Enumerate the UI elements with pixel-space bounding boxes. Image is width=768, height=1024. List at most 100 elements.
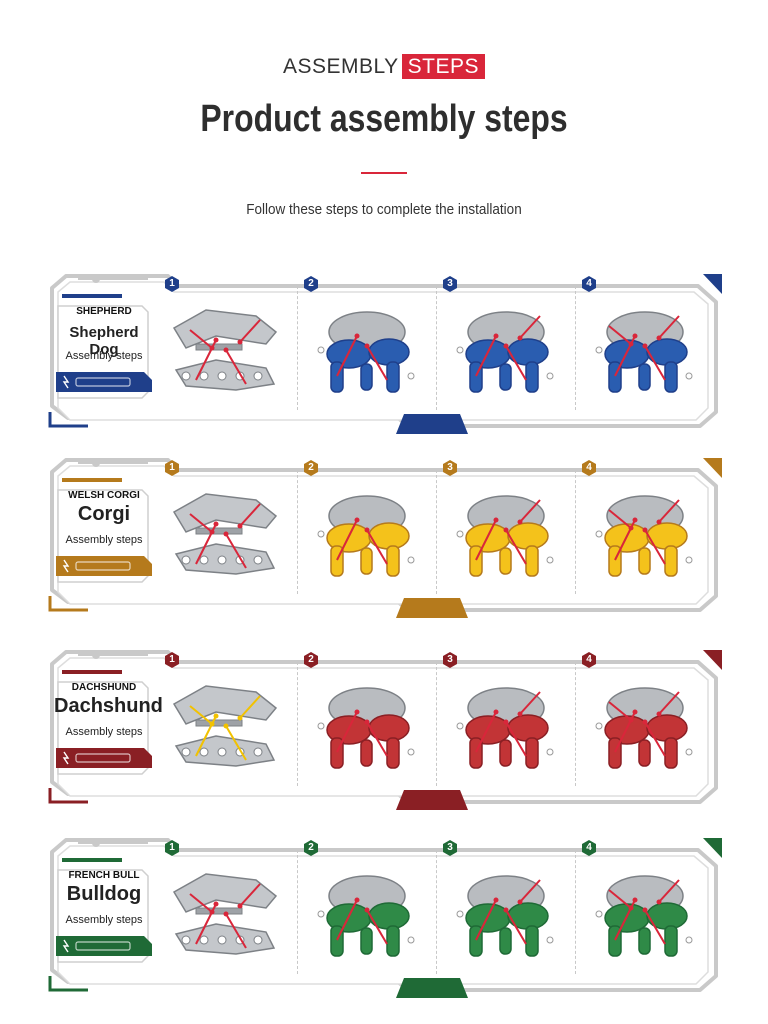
steps-row: 1 2 3 4 <box>158 838 714 984</box>
label-top-text: SHEPHERD <box>76 306 132 317</box>
step-divider <box>436 850 437 974</box>
step-2: 2 <box>297 458 436 604</box>
label-name: Shepherd Dog <box>69 324 139 358</box>
step-number-badge: 1 <box>164 652 180 668</box>
steps-row: 1 2 3 4 <box>158 274 714 420</box>
assembly-illustration <box>317 687 415 769</box>
step-number-badge: 3 <box>442 276 458 292</box>
step-divider <box>297 850 298 974</box>
step-number: 4 <box>586 462 592 473</box>
label-top-text: FRENCH BULL <box>68 870 140 881</box>
step-number-badge: 2 <box>303 460 319 476</box>
page-title: Product assembly steps <box>200 98 568 140</box>
step-number: 1 <box>169 842 175 853</box>
assembly-illustration <box>172 309 278 391</box>
label-subtitle: Assembly steps <box>65 726 143 738</box>
label-name: Dachshund <box>54 695 163 717</box>
step-3: 3 <box>436 650 575 796</box>
step-number-badge: 4 <box>581 652 597 668</box>
label-subtitle: Assembly steps <box>65 534 143 546</box>
step-3: 3 <box>436 838 575 984</box>
step-number: 2 <box>308 462 314 473</box>
step-3: 3 <box>436 458 575 604</box>
step-number-badge: 3 <box>442 652 458 668</box>
step-number-badge: 2 <box>303 840 319 856</box>
step-1: 1 <box>158 650 297 796</box>
step-4: 4 <box>575 650 714 796</box>
assembly-illustration <box>172 685 278 767</box>
step-divider <box>575 850 576 974</box>
step-1: 1 <box>158 838 297 984</box>
step-2: 2 <box>297 838 436 984</box>
step-3: 3 <box>436 274 575 420</box>
assembly-illustration <box>456 311 554 393</box>
label-top-text: WELSH CORGI <box>68 490 140 501</box>
label-top-text: DACHSHUND <box>71 682 137 693</box>
assembly-illustration <box>595 875 693 957</box>
step-number: 2 <box>308 654 314 665</box>
assembly-illustration <box>595 495 693 577</box>
step-number: 3 <box>447 654 453 665</box>
step-number: 1 <box>169 278 175 289</box>
step-divider <box>575 286 576 410</box>
step-number: 2 <box>308 278 314 289</box>
step-number-badge: 4 <box>581 276 597 292</box>
step-4: 4 <box>575 838 714 984</box>
title-divider <box>361 172 407 174</box>
step-number: 1 <box>169 654 175 665</box>
step-number: 1 <box>169 462 175 473</box>
accent-badge <box>56 556 152 576</box>
assembly-illustration <box>456 687 554 769</box>
step-number: 3 <box>447 842 453 853</box>
label-subtitle: Assembly steps <box>65 350 143 362</box>
steps-row: 1 2 3 4 <box>158 458 714 604</box>
step-number-badge: 1 <box>164 460 180 476</box>
assembly-illustration <box>172 873 278 955</box>
accent-badge <box>56 748 152 768</box>
assembly-illustration <box>317 311 415 393</box>
step-4: 4 <box>575 274 714 420</box>
step-4: 4 <box>575 458 714 604</box>
assembly-illustration <box>456 495 554 577</box>
assembly-illustration <box>595 311 693 393</box>
step-divider <box>436 286 437 410</box>
step-number-badge: 3 <box>442 460 458 476</box>
step-1: 1 <box>158 458 297 604</box>
step-divider <box>297 470 298 594</box>
step-divider <box>575 470 576 594</box>
step-number: 2 <box>308 842 314 853</box>
step-divider <box>436 662 437 786</box>
section-tag-highlight: STEPS <box>401 54 485 79</box>
step-number: 3 <box>447 462 453 473</box>
step-number: 4 <box>586 278 592 289</box>
step-number-badge: 2 <box>303 652 319 668</box>
step-divider <box>575 662 576 786</box>
step-2: 2 <box>297 650 436 796</box>
step-divider <box>297 286 298 410</box>
step-number-badge: 4 <box>581 460 597 476</box>
label-name: Bulldog <box>66 883 142 905</box>
step-number-badge: 4 <box>581 840 597 856</box>
assembly-illustration <box>172 493 278 575</box>
assembly-illustration <box>456 875 554 957</box>
step-number-badge: 1 <box>164 840 180 856</box>
step-1: 1 <box>158 274 297 420</box>
assembly-illustration <box>595 687 693 769</box>
label-name: Corgi <box>77 503 131 525</box>
accent-badge <box>56 372 152 392</box>
step-divider <box>297 662 298 786</box>
steps-row: 1 2 3 4 <box>158 650 714 796</box>
label-subtitle: Assembly steps <box>65 914 143 926</box>
step-2: 2 <box>297 274 436 420</box>
step-divider <box>436 470 437 594</box>
step-number-badge: 3 <box>442 840 458 856</box>
step-number: 3 <box>447 278 453 289</box>
step-number: 4 <box>586 842 592 853</box>
